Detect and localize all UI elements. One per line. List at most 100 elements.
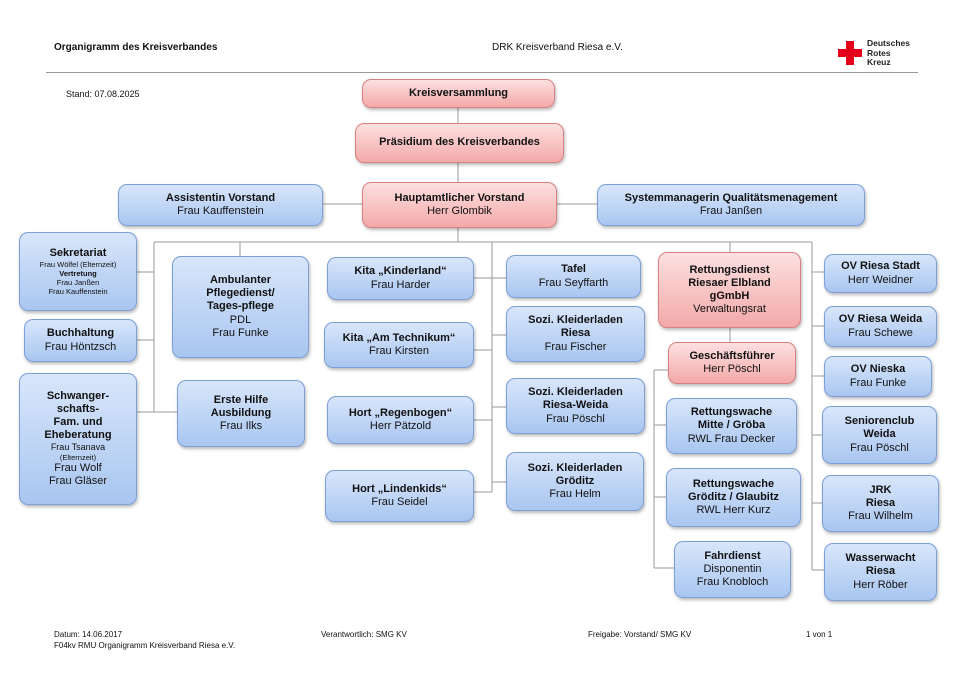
node-kleiderladen-riesa-weida: Sozi. Kleiderladen Riesa-Weida Frau Pösc… <box>506 378 645 434</box>
kinderland-name: Frau Harder <box>370 278 431 291</box>
node-tafel: Tafel Frau Seyffarth <box>506 255 641 298</box>
rw-groeditz-title-2: Gröditz / Glaubitz <box>687 490 780 503</box>
node-buchhaltung: Buchhaltung Frau Höntzsch <box>24 319 137 362</box>
wasserwacht-title-1: Wasserwacht <box>845 552 916 565</box>
fahrdienst-line-1: Disponentin <box>703 562 762 575</box>
praesidium-title: Präsidium des Kreisverbandes <box>379 136 540 149</box>
schwanger-title-2: schafts- <box>56 402 100 415</box>
kl-weida-title-1: Sozi. Kleiderladen <box>528 386 623 399</box>
technikum-title: Kita „Am Technikum“ <box>342 331 456 344</box>
sekretariat-line-3: Frau Janßen <box>56 278 100 288</box>
senioren-name: Frau Pöschl <box>850 441 909 454</box>
gf-name: Herr Pöschl <box>703 363 761 375</box>
node-praesidium: Präsidium des Kreisverbandes <box>355 123 564 163</box>
sekretariat-title: Sekretariat <box>49 246 107 259</box>
node-hauptamtlicher-vorstand: Hauptamtlicher Vorstand Herr Glombik <box>362 182 557 228</box>
jrk-name: Frau Wilhelm <box>848 510 913 523</box>
lindenkids-name: Frau Seidel <box>371 496 428 508</box>
jrk-title-2: Riesa <box>865 496 896 509</box>
tafel-title: Tafel <box>561 263 586 276</box>
kl-riesa-name: Frau Fischer <box>544 340 607 353</box>
assistentin-name: Frau Kauffenstein <box>177 205 264 217</box>
ambulant-title-2: Pflegedienst/ <box>206 287 275 300</box>
technikum-name: Frau Kirsten <box>369 345 429 357</box>
buchhaltung-title: Buchhaltung <box>46 327 115 340</box>
kl-weida-title-2: Riesa-Weida <box>542 399 609 412</box>
ov-nieska-name: Frau Funke <box>849 376 907 389</box>
document-title: Organigramm des Kreisverbandes <box>54 42 218 53</box>
tafel-name: Frau Seyffarth <box>538 276 609 289</box>
node-kleiderladen-riesa: Sozi. Kleiderladen Riesa Frau Fischer <box>506 306 645 362</box>
node-kreisversammlung: Kreisversammlung <box>362 79 555 108</box>
sekretariat-line-1: Frau Wölfel (Elternzeit) <box>39 260 117 270</box>
footer-verantwortlich: Verantwortlich: SMG KV <box>321 630 407 639</box>
fahrdienst-title: Fahrdienst <box>704 549 761 562</box>
footer-datum: Datum: 14.06.2017 <box>54 630 123 639</box>
senioren-title-2: Weida <box>863 428 896 441</box>
header-divider <box>46 72 918 73</box>
fahrdienst-line-2: Frau Knobloch <box>696 576 769 589</box>
rw-mitte-title-1: Rettungswache <box>690 406 773 419</box>
ov-nieska-title: OV Nieska <box>850 363 906 376</box>
ambulant-title-3: Tages-pflege <box>206 300 275 313</box>
node-assistentin-vorstand: Assistentin Vorstand Frau Kauffenstein <box>118 184 323 226</box>
schwanger-line-1: Frau Tsanava <box>50 442 106 453</box>
rw-groeditz-title-1: Rettungswache <box>692 477 775 490</box>
jrk-title-1: JRK <box>869 483 892 496</box>
ov-weida-title: OV Riesa Weida <box>838 313 923 326</box>
schwanger-title-3: Fam. und <box>53 415 103 428</box>
erstehilfe-title-1: Erste Hilfe <box>213 393 269 406</box>
lindenkids-title: Hort „Lindenkids“ <box>352 482 447 495</box>
node-schwangerschaftsberatung: Schwanger- schafts- Fam. und Eheberatung… <box>19 373 137 505</box>
schwanger-line-4: Frau Gläser <box>48 475 108 488</box>
kl-groeditz-title-2: Gröditz <box>555 474 595 487</box>
kl-riesa-title-1: Sozi. Kleiderladen <box>528 314 623 327</box>
erstehilfe-name: Frau Ilks <box>219 420 263 433</box>
node-kita-kinderland: Kita „Kinderland“ Frau Harder <box>327 257 474 300</box>
node-ov-riesa-stadt: OV Riesa Stadt Herr Weidner <box>824 254 937 293</box>
schwanger-title-4: Eheberatung <box>44 429 112 442</box>
red-cross-icon <box>838 41 862 65</box>
drk-logo: Deutsches Rotes Kreuz <box>838 38 938 69</box>
schwanger-title-1: Schwanger- <box>46 389 110 402</box>
ov-weida-name: Frau Schewe <box>848 326 913 339</box>
qm-name: Frau Janßen <box>699 205 763 217</box>
node-kleiderladen-groeditz: Sozi. Kleiderladen Gröditz Frau Helm <box>506 452 644 511</box>
node-jrk-riesa: JRK Riesa Frau Wilhelm <box>822 475 939 532</box>
ambulant-line-2: Frau Funke <box>212 326 269 339</box>
erstehilfe-title-2: Ausbildung <box>210 406 272 419</box>
ambulant-title-1: Ambulanter <box>209 274 272 287</box>
senioren-title-1: Seniorenclub <box>844 415 915 428</box>
vorstand-name: Herr Glombik <box>427 205 492 217</box>
footer-page-number: 1 von 1 <box>806 630 833 639</box>
node-ov-nieska: OV Nieska Frau Funke <box>824 356 932 397</box>
wasserwacht-title-2: Riesa <box>865 565 896 578</box>
wasserwacht-name: Herr Röber <box>853 578 908 591</box>
logo-line-3: Kreuz <box>867 57 891 67</box>
footer-document-id: F04kv RMU Organigramm Kreisverband Riesa… <box>54 641 236 650</box>
node-rettungsdienst: Rettungsdienst Riesaer Elbland gGmbH Ver… <box>658 252 801 328</box>
node-hort-lindenkids: Hort „Lindenkids“ Frau Seidel <box>325 470 474 522</box>
rw-mitte-title-2: Mitte / Gröba <box>697 419 766 432</box>
gf-title: Geschäftsführer <box>689 349 775 362</box>
regenbogen-name: Herr Pätzold <box>369 420 432 432</box>
rd-sub: Verwaltungsrat <box>693 303 766 316</box>
assistentin-title: Assistentin Vorstand <box>165 191 276 204</box>
node-wasserwacht-riesa: Wasserwacht Riesa Herr Röber <box>824 543 937 601</box>
node-hort-regenbogen: Hort „Regenbogen“ Herr Pätzold <box>327 396 474 444</box>
sekretariat-line-4: Frau Kauffenstein <box>48 287 108 297</box>
sekretariat-line-2: Vertretung <box>59 269 97 279</box>
organization-name: DRK Kreisverband Riesa e.V. <box>492 42 623 53</box>
node-fahrdienst: Fahrdienst Disponentin Frau Knobloch <box>674 541 791 598</box>
regenbogen-title: Hort „Regenbogen“ <box>348 406 453 419</box>
kl-groeditz-name: Frau Helm <box>549 488 601 501</box>
node-ambulanter-pflegedienst: Ambulanter Pflegedienst/ Tages-pflege PD… <box>172 256 309 358</box>
footer-freigabe: Freigabe: Vorstand/ SMG KV <box>588 630 692 639</box>
kinderland-title: Kita „Kinderland“ <box>354 265 447 278</box>
rd-title-2: Riesaer Elbland <box>688 276 771 289</box>
node-kita-am-technikum: Kita „Am Technikum“ Frau Kirsten <box>324 322 474 368</box>
logo-line-2: Rotes <box>867 47 891 58</box>
node-erste-hilfe: Erste Hilfe Ausbildung Frau Ilks <box>177 380 305 447</box>
node-seniorenclub-weida: Seniorenclub Weida Frau Pöschl <box>822 406 937 464</box>
